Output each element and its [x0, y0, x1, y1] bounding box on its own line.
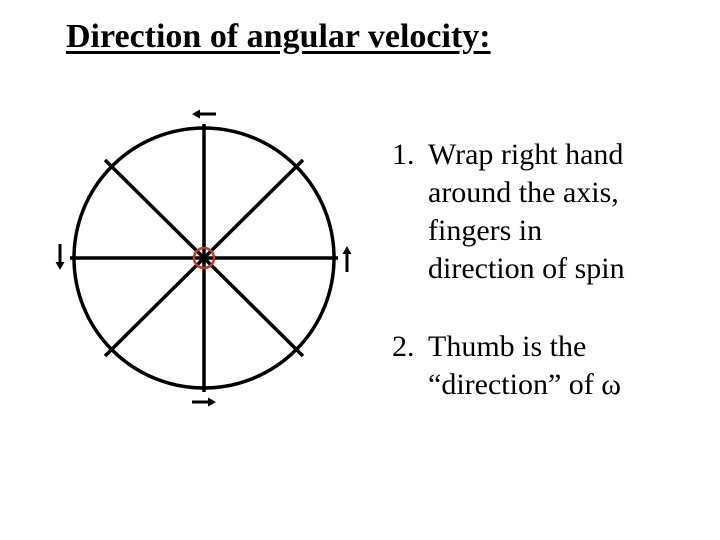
bottom-arrow — [192, 397, 216, 407]
step-line: direction of spin — [428, 252, 625, 285]
right-arrow — [342, 246, 352, 272]
step-number: 2. — [392, 330, 415, 363]
step-line: around the axis, — [428, 176, 619, 209]
step-number: 1. — [392, 138, 415, 171]
step-line: Wrap right hand — [428, 138, 624, 171]
step-line: “direction” of ω — [428, 368, 621, 401]
step-line: fingers in — [428, 214, 543, 247]
instruction-step-2: 2. Thumb is the “direction” of ω — [392, 328, 625, 404]
step-line: Thumb is the — [428, 330, 587, 363]
top-arrow — [192, 109, 216, 119]
left-arrow — [55, 244, 65, 270]
instruction-list: 1. Wrap right hand around the axis, fing… — [392, 136, 625, 404]
axis-out-of-page-marker — [192, 246, 216, 270]
instruction-step-1: 1. Wrap right hand around the axis, fing… — [392, 136, 625, 288]
slide-title: Direction of angular velocity: — [66, 18, 491, 55]
